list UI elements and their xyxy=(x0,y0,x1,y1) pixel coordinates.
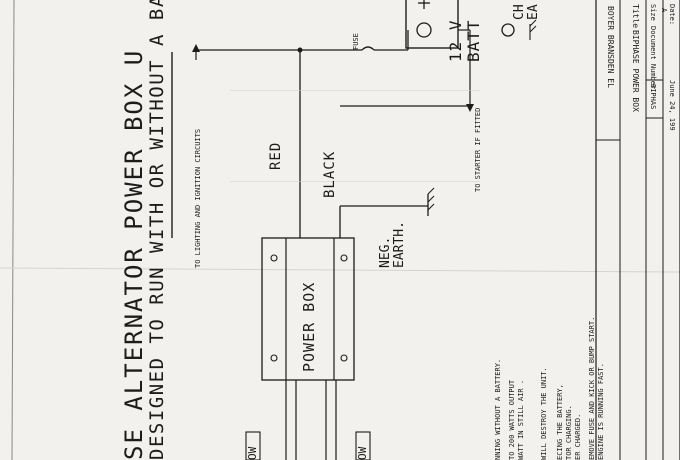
paper-edge-line xyxy=(11,0,15,460)
title-block-title-value: BIPHASE POWER BOX xyxy=(631,30,640,112)
note-line: ER CHARGED. xyxy=(574,413,582,460)
title-block-docnum-label: Document Number xyxy=(649,26,657,90)
diagram-subtitle: DESIGNED TO RUN WITH OR WITHOUT A BA xyxy=(146,0,168,460)
title-block-date-label: Date: xyxy=(668,4,676,26)
note-line: WATT IN STILL AIR . xyxy=(517,379,525,460)
label-earth: EARTH. xyxy=(392,221,407,268)
label-battery: BATT xyxy=(464,19,483,62)
bleed-through-text xyxy=(230,90,480,182)
mounting-hole-icon xyxy=(340,354,348,362)
label-lighting: TO LIGHTING AND IGNITION CIRCUITS xyxy=(194,128,202,268)
mounting-hole-icon xyxy=(270,354,278,362)
arrow-icon xyxy=(466,104,474,112)
label-charge-1: CH xyxy=(512,4,527,20)
battery-symbol xyxy=(405,0,459,49)
note-line: NNING WITHOUT A BATTERY. xyxy=(494,358,502,460)
title-block-docnum-value: BIPHAS xyxy=(649,84,657,110)
label-red: RED xyxy=(268,141,284,170)
fuse-icon xyxy=(361,46,375,51)
fold-line xyxy=(0,267,680,273)
label-power-box: POWER BOX xyxy=(300,281,318,372)
label-starter: TO STARTER IF FITTED xyxy=(474,107,482,192)
diagram-title: SE ALTERNATOR POWER BOX U xyxy=(120,48,148,460)
note-line: ECING THE BATTERY, xyxy=(556,384,564,460)
charge-terminal-icon xyxy=(501,23,515,37)
title-block-title-label: Title xyxy=(631,4,640,29)
label-charge-2: EA xyxy=(526,4,541,20)
title-block-size-value: A xyxy=(660,8,668,13)
label-neg: NEG. xyxy=(378,236,393,268)
note-line: ENGINE IS RUNNING FAST. xyxy=(597,363,605,460)
mounting-hole-icon xyxy=(270,254,278,262)
arrow-icon xyxy=(192,44,200,52)
power-box xyxy=(261,237,355,381)
label-yellow-left: OW xyxy=(246,446,259,460)
note-line: WILL DESTROY THE UNIT. xyxy=(540,367,548,460)
label-black: BLACK xyxy=(322,150,338,198)
note-line: TOR CHARGING. xyxy=(565,405,573,460)
label-battery-volts: 12 V xyxy=(446,19,465,62)
mounting-hole-icon xyxy=(340,254,348,262)
title-block-size-label: Size xyxy=(649,4,657,21)
battery-terminal-icon xyxy=(416,22,432,38)
title-block-company: BOYER BRANSDEN EL xyxy=(606,6,615,88)
note-line: TO 200 WATTS OUTPUT xyxy=(508,379,516,460)
title-block xyxy=(595,0,680,460)
label-fuse: FUSE xyxy=(352,33,360,50)
label-yellow-right: OW xyxy=(356,446,369,460)
note-line: EMOVE FUSE AND KICK OR BUMP START. xyxy=(588,316,596,460)
title-block-date-value: June 24, 199 xyxy=(668,80,676,131)
